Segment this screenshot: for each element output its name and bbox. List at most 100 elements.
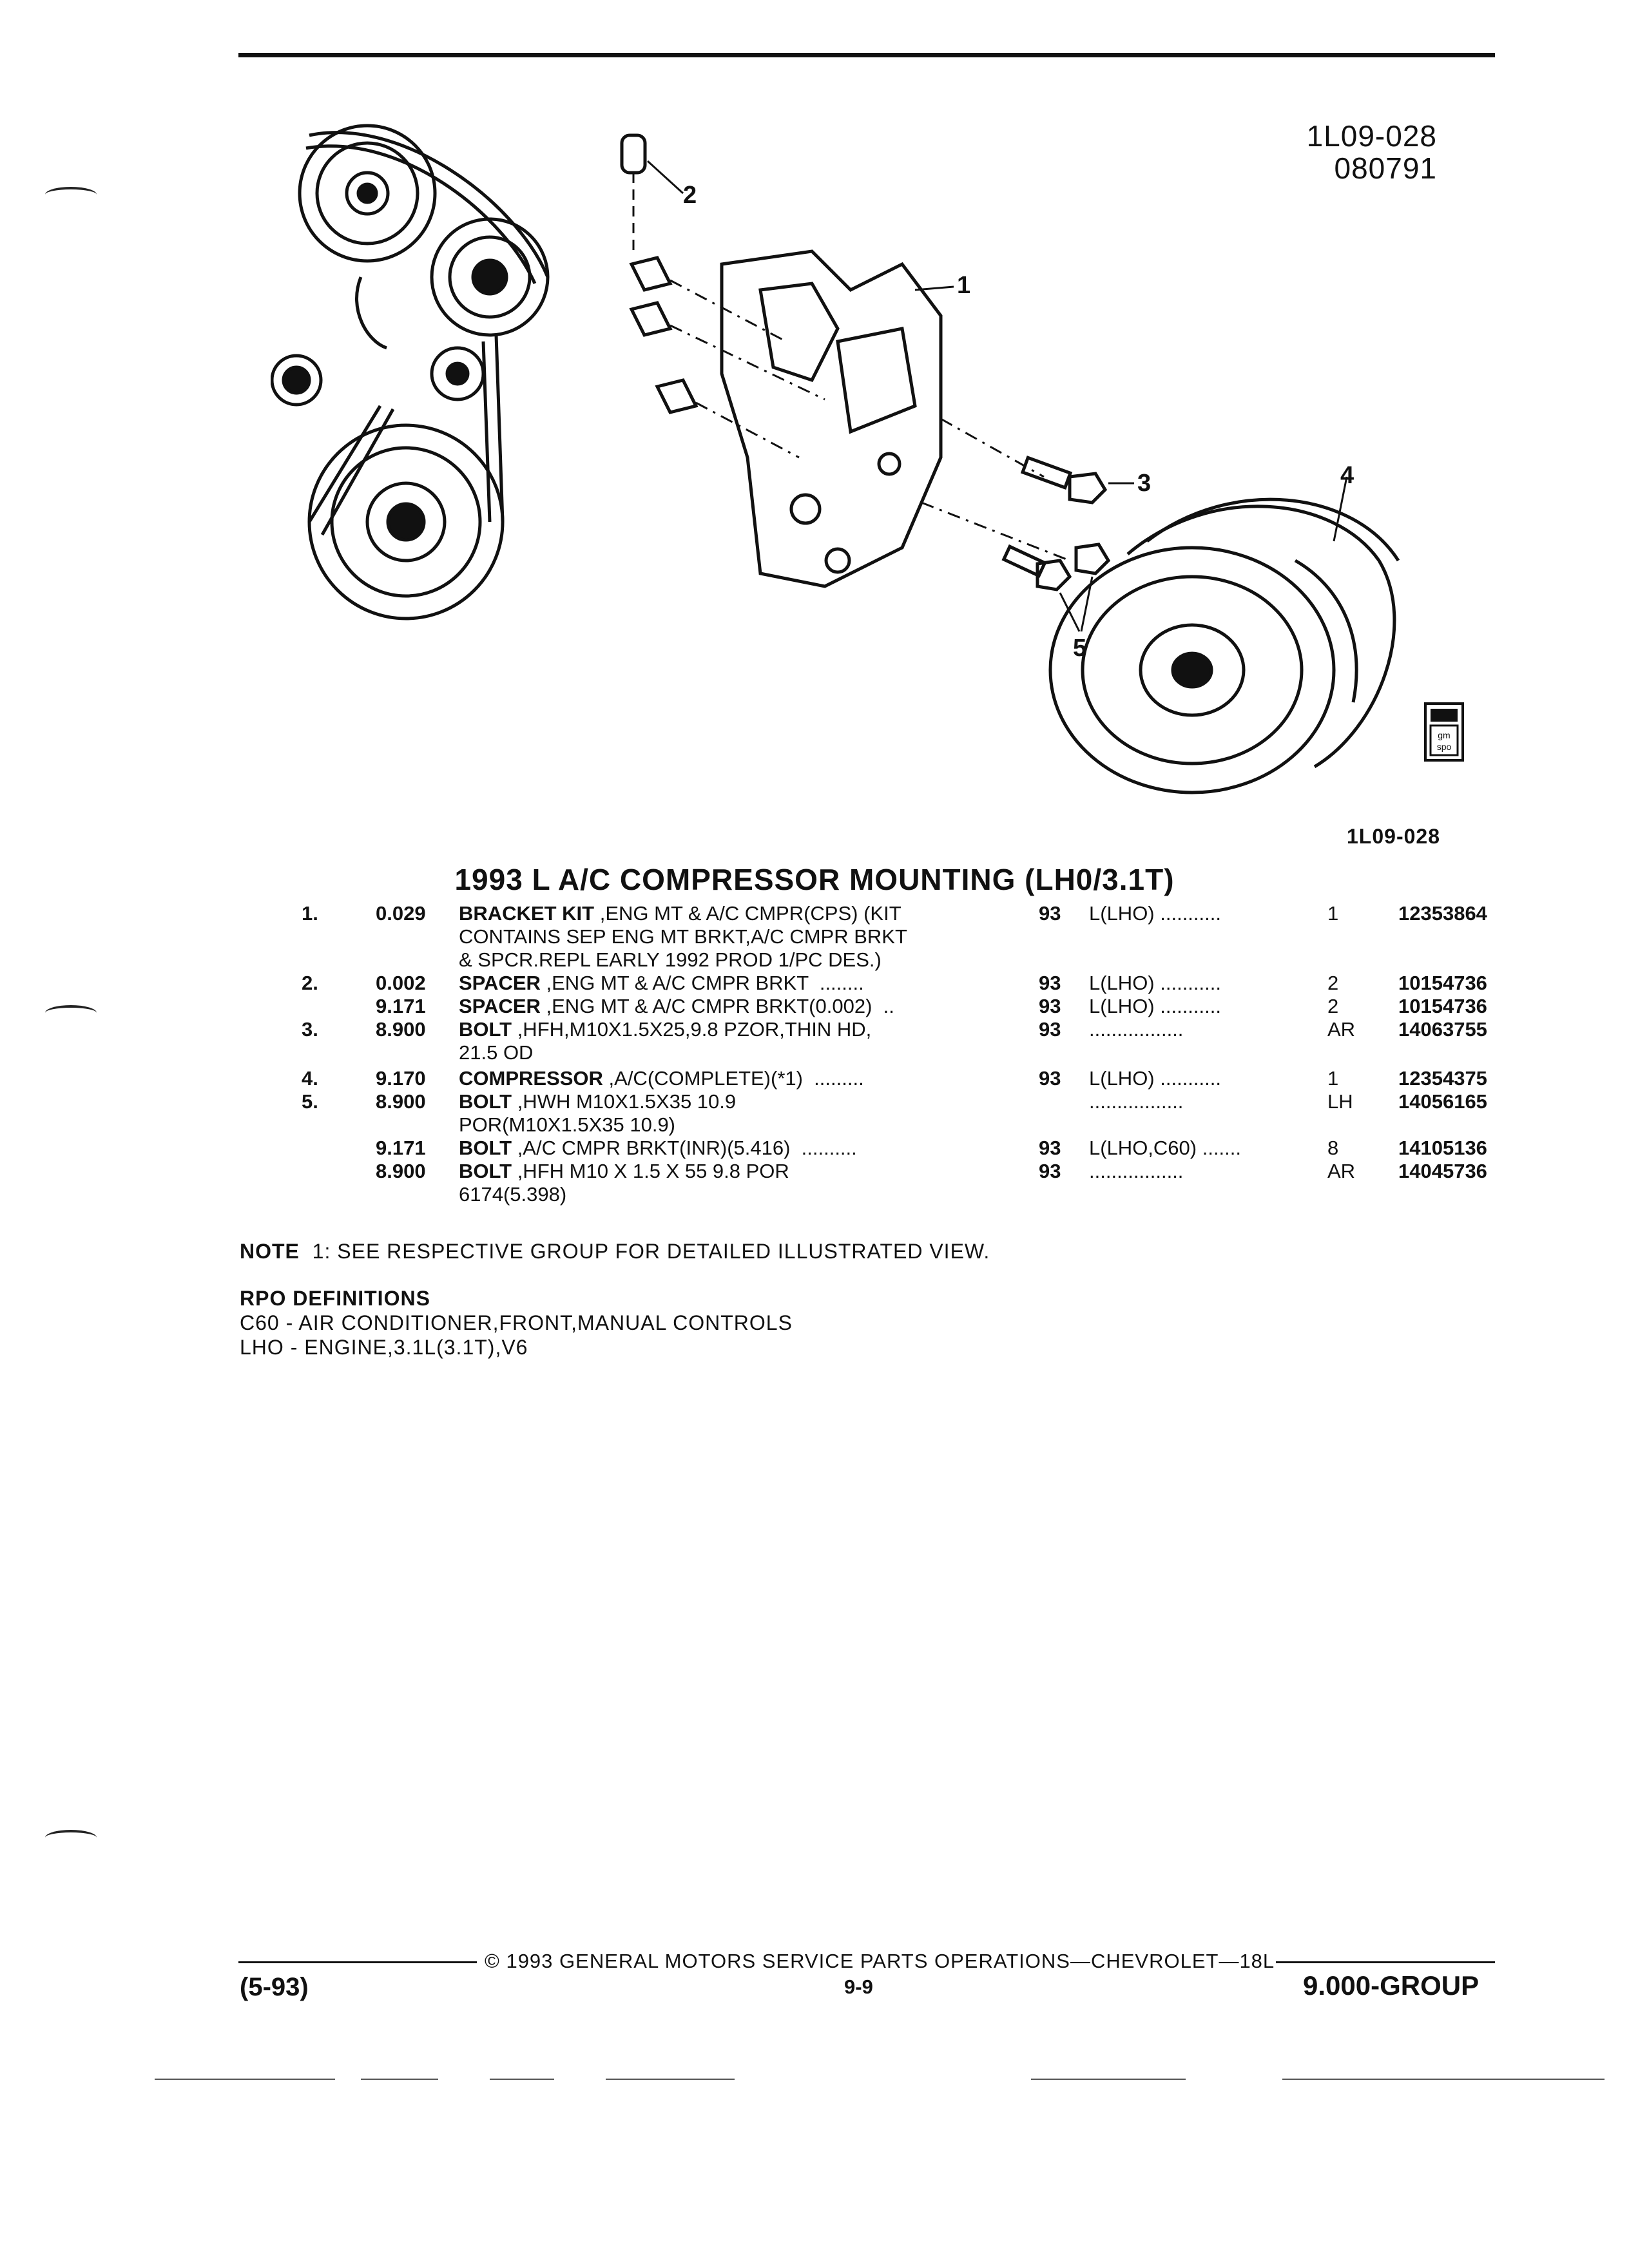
rpo-definitions: RPO DEFINITIONS C60 - AIR CONDITIONER,FR… [240,1286,793,1360]
quantity: AR [1327,1018,1356,1041]
group-code: 8.900 [376,1090,426,1113]
part-number: 10154736 [1398,995,1487,1017]
group-code: 9.171 [376,1137,426,1159]
callout-5: 5 [1073,635,1086,662]
item-number: 4. [302,1067,318,1090]
model-year: 93 [1039,1137,1061,1159]
figure-id: 1L09-028 080791 [1307,120,1437,184]
description-continued: 6174(5.398) [459,1183,567,1206]
description: SPACER ,ENG MT & A/C CMPR BRKT ........ [459,972,864,995]
part-name: BOLT [459,1160,512,1182]
application: ................. [1089,1090,1184,1113]
model-year: 93 [1039,1067,1061,1090]
quantity: AR [1327,1160,1356,1182]
description-continued: 21.5 OD [459,1041,534,1064]
quantity: 2 [1327,972,1339,994]
description: BOLT ,HFH M10 X 1.5 X 55 9.8 POR [459,1160,789,1183]
scan-artifact-line [155,2079,335,2080]
description: BOLT ,HWH M10X1.5X35 10.9 [459,1090,736,1113]
part-number: 10154736 [1398,972,1487,994]
copyright: © 1993 GENERAL MOTORS SERVICE PARTS OPER… [485,1950,1275,1972]
scan-artifact-line [1282,2079,1605,2080]
group-code: 9.170 [376,1067,426,1090]
group-label: 9.000-GROUP [1303,1970,1480,2001]
item-number: 3. [302,1018,318,1041]
application: L(LHO) ........... [1089,1067,1221,1090]
callout-1: 1 [957,272,970,299]
page-title: 1993 L A/C COMPRESSOR MOUNTING (LH0/3.1T… [454,863,1175,896]
footer-rule-left [238,1961,477,1963]
group-code: 0.029 [376,902,426,925]
group-code: 8.900 [376,1160,426,1182]
part-name: SPACER [459,972,541,994]
part-number: 14105136 [1398,1137,1487,1159]
part-number: 14056165 [1398,1090,1487,1113]
part-number: 14045736 [1398,1160,1487,1182]
application: L(LHO) ........... [1089,972,1221,994]
description: BRACKET KIT ,ENG MT & A/C CMPR(CPS) (KIT [459,902,901,925]
part-detail: ,ENG MT & A/C CMPR BRKT ........ [540,972,864,994]
part-detail: ,HFH M10 X 1.5 X 55 9.8 POR [512,1160,789,1182]
compressor-assembly [1048,497,1400,794]
model-year: 93 [1039,902,1061,925]
callout-3: 3 [1137,470,1151,497]
application: ................. [1089,1018,1184,1041]
margin-mark [45,187,97,202]
description: BOLT ,A/C CMPR BRKT(INR)(5.416) ........… [459,1137,857,1160]
application: L(LHO) ........... [1089,995,1221,1017]
quantity: 1 [1327,1067,1339,1090]
pulley-belt-assembly [271,124,550,620]
part-detail: ,ENG MT & A/C CMPR(CPS) (KIT [594,902,901,925]
mounting-bracket [720,249,943,588]
part-name: BOLT [459,1137,512,1159]
quantity: LH [1327,1090,1353,1113]
figure-id-line1: 1L09-028 [1306,119,1437,153]
callout-4: 4 [1340,462,1354,489]
model-year: 93 [1039,1160,1061,1182]
spacer-parts [620,133,825,459]
footer-rule-right [1276,1961,1495,1963]
note-text: 1: SEE RESPECTIVE GROUP FOR DETAILED ILL… [312,1240,990,1263]
svg-text:gm: gm [1438,730,1450,740]
page-number: 9-9 [844,1975,873,1998]
part-detail: ,ENG MT & A/C CMPR BRKT(0.002) .. [540,995,894,1017]
part-name: BOLT [459,1090,512,1113]
scan-artifact-line [490,2079,554,2080]
svg-text:spo: spo [1437,742,1452,752]
part-number: 12354375 [1398,1067,1487,1090]
top-rule [238,53,1495,57]
part-name: COMPRESSOR [459,1067,603,1090]
scan-artifact-line [361,2079,438,2080]
part-number: 14063755 [1398,1018,1487,1041]
rpo-lho: LHO - ENGINE,3.1L(3.1T),V6 [240,1336,528,1359]
item-number: 1. [302,902,318,925]
bolt-parts [921,418,1111,591]
description: SPACER ,ENG MT & A/C CMPR BRKT(0.002) .. [459,995,894,1018]
application: L(LHO,C60) ....... [1089,1137,1242,1159]
part-detail: ,HFH,M10X1.5X25,9.8 PZOR,THIN HD, [512,1018,872,1041]
description: BOLT ,HFH,M10X1.5X25,9.8 PZOR,THIN HD, [459,1018,871,1041]
quantity: 2 [1327,995,1339,1017]
model-year: 93 [1039,995,1061,1017]
model-year: 93 [1039,1018,1061,1041]
figure-id-line2: 080791 [1334,151,1437,185]
group-code: 0.002 [376,972,426,994]
description-continued: CONTAINS SEP ENG MT BRKT,A/C CMPR BRKT [459,925,907,948]
part-detail: ,HWH M10X1.5X35 10.9 [512,1090,737,1113]
part-detail: ,A/C CMPR BRKT(INR)(5.416) .......... [512,1137,857,1159]
item-number: 2. [302,972,318,994]
part-name: SPACER [459,995,541,1017]
gm-spo-logo: gm spo [1424,702,1464,762]
description: COMPRESSOR ,A/C(COMPLETE)(*1) ......... [459,1067,864,1090]
callout-2: 2 [683,182,697,209]
figure-caption: 1L09-028 [1347,825,1440,848]
item-number: 5. [302,1090,318,1113]
application: ................. [1089,1160,1184,1182]
margin-mark [45,1005,97,1021]
description-continued: & SPCR.REPL EARLY 1992 PROD 1/PC DES.) [459,948,882,971]
note-label: NOTE [240,1240,300,1263]
quantity: 8 [1327,1137,1339,1159]
exploded-view-illustration: 2 1 3 4 5 [271,124,1400,794]
margin-mark [45,1830,97,1845]
part-name: BOLT [459,1018,512,1041]
